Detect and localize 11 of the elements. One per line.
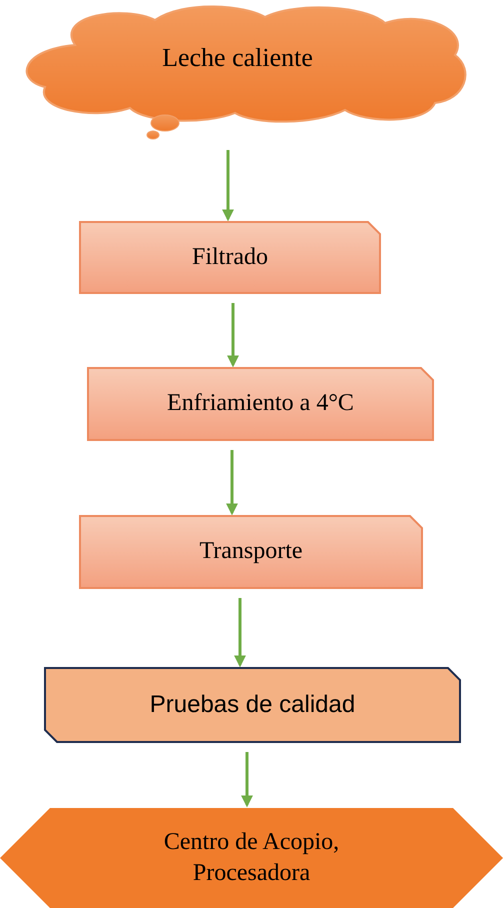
arrow <box>222 150 234 222</box>
step-label: Centro de Acopio, Procesadora <box>162 828 340 888</box>
arrow <box>234 598 246 668</box>
step-label: Transporte <box>199 537 303 566</box>
arrow <box>226 450 238 516</box>
step-label: Pruebas de calidad <box>150 690 356 720</box>
arrow <box>241 752 253 808</box>
arrow <box>227 303 239 368</box>
step-label: Filtrado <box>192 242 268 272</box>
step-label: Enfriamiento a 4°C <box>167 389 354 418</box>
step-label: Leche caliente <box>162 42 313 74</box>
